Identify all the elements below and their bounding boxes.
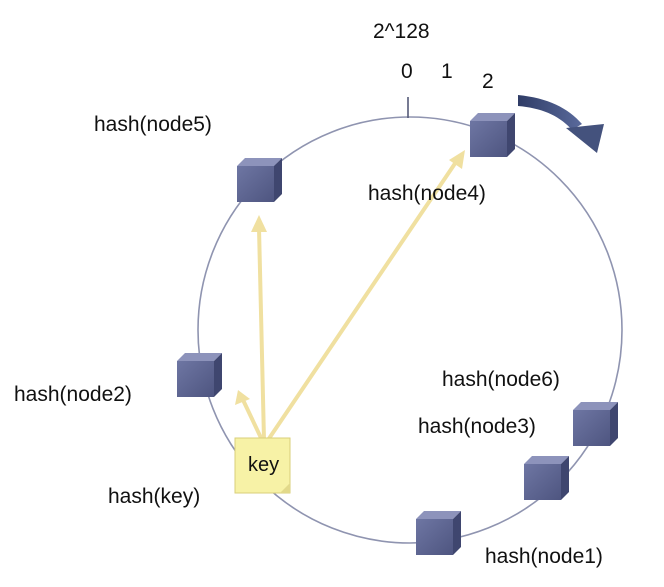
position-label-0: 0 bbox=[401, 60, 413, 83]
node-cube-node1 bbox=[416, 511, 461, 555]
position-label-1: 1 bbox=[441, 60, 453, 83]
arrow-key-to-node4 bbox=[266, 160, 458, 442]
clockwise-direction-arrow-icon bbox=[518, 95, 604, 153]
arrow-key-to-node5 bbox=[257, 226, 266, 442]
node-label-node4: hash(node4) bbox=[368, 182, 486, 205]
node-label-node6: hash(node6) bbox=[442, 368, 560, 391]
node-label-node1: hash(node1) bbox=[485, 545, 603, 568]
ring-top-label: 2^128 bbox=[373, 20, 430, 43]
key-note: key bbox=[234, 437, 291, 494]
node-label-node5: hash(node5) bbox=[94, 113, 212, 136]
node-label-node3: hash(node3) bbox=[418, 415, 536, 438]
position-label-2: 2 bbox=[482, 70, 494, 93]
key-hash-label: hash(key) bbox=[108, 485, 200, 508]
arrow-key-to-node2 bbox=[242, 400, 264, 442]
node-cube-node2 bbox=[177, 353, 222, 397]
node-cube-node4 bbox=[470, 113, 515, 157]
node-cube-node3 bbox=[573, 402, 618, 446]
key-note-label: key bbox=[248, 454, 279, 476]
key-lookup-arrows bbox=[235, 150, 465, 442]
hash-ring bbox=[197, 116, 623, 544]
node-label-node2: hash(node2) bbox=[14, 383, 132, 406]
node-cube-node6 bbox=[524, 456, 569, 500]
node-cube-node5 bbox=[237, 158, 282, 202]
